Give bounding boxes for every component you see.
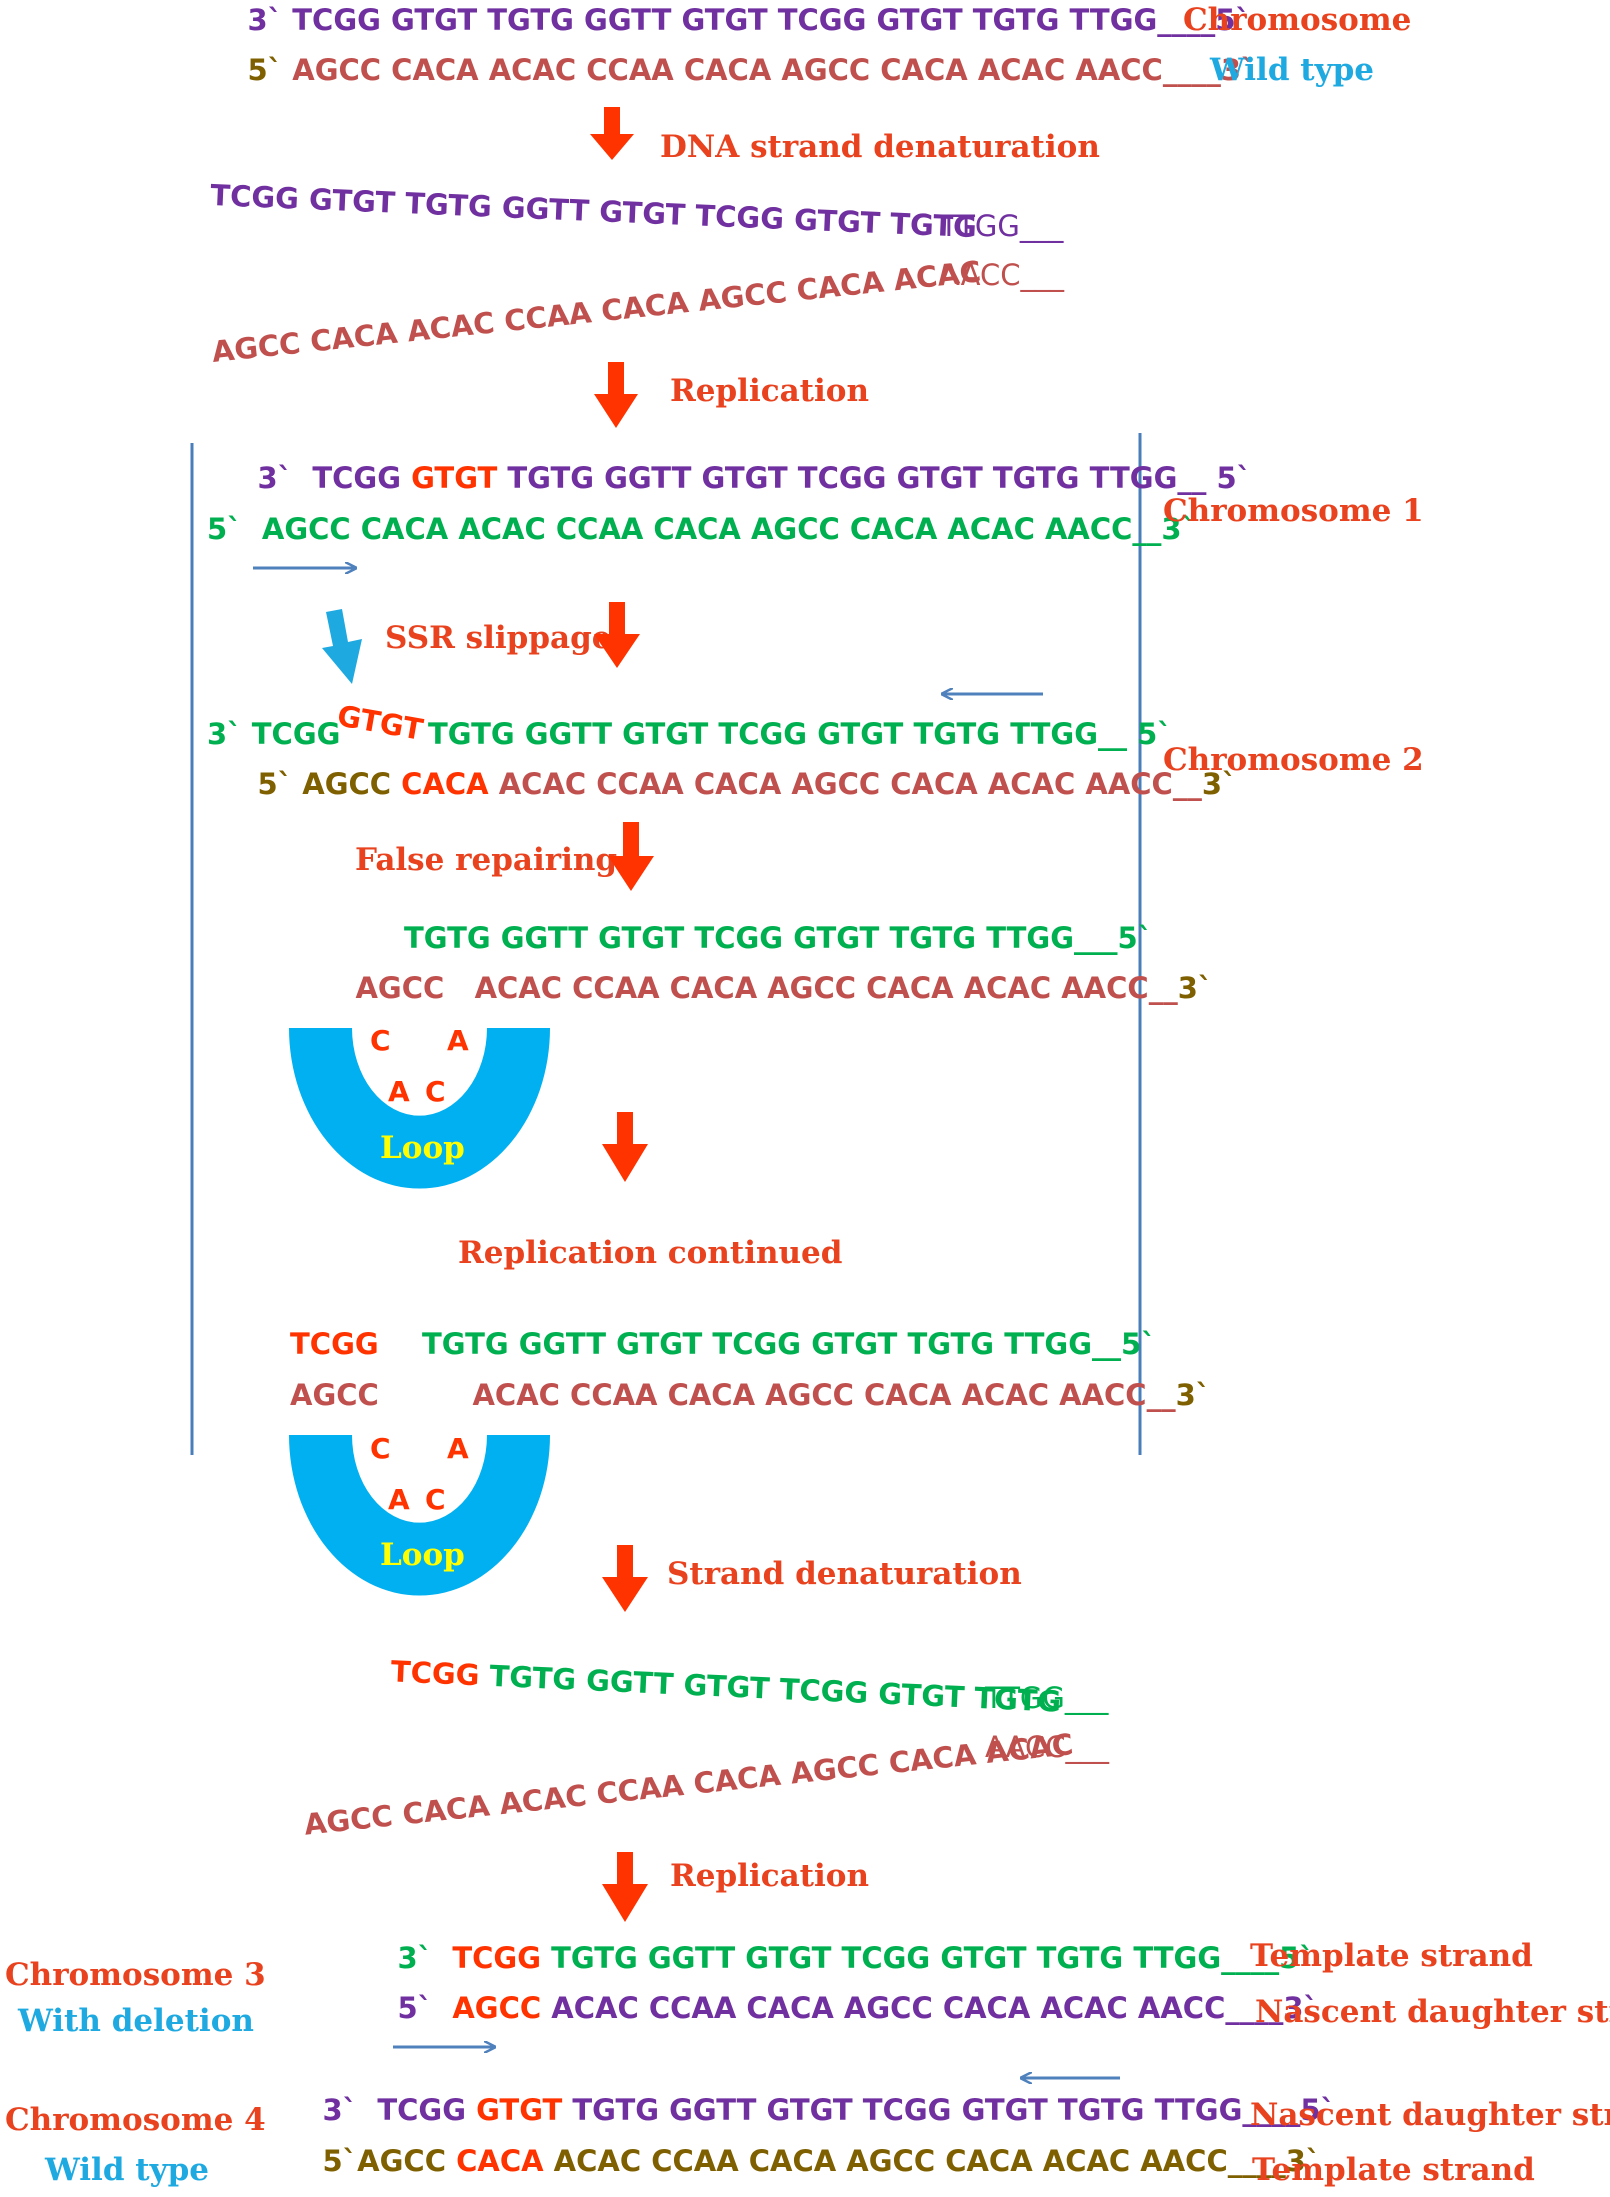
loop-letter: C <box>425 1075 446 1108</box>
chromosome-1-label: Chromosome 1 <box>1163 493 1424 529</box>
chromosome-3-label: Chromosome 3 <box>5 1957 266 1993</box>
chromosome-2-label: Chromosome 2 <box>1163 742 1424 778</box>
loop-letter: C <box>370 1432 391 1465</box>
denatured-top-strand-2: TCGG TGTG GGTT GTGT TCGG GTGT TGTG <box>340 1652 1092 1720</box>
down-arrow-icon <box>602 1112 648 1182</box>
loop-shape <box>289 1028 550 1189</box>
wild-type-top-strand: 3` TCGG GTGT TGTG GGTT GTGT TCGG GTGT TG… <box>197 3 1280 37</box>
loop-letter: A <box>388 1075 410 1108</box>
nascent-strand-label: Nascent daughter strand <box>1255 1994 1610 2030</box>
chromosome-2-bottom-strand: 5` AGCC CACA ACAC CCAA CACA AGCC CACA AC… <box>207 767 1267 801</box>
denatured-bottom-strand-2: AGCC CACA ACAC CCAA CACA AGCC CACA ACAC <box>252 1724 1105 1847</box>
down-arrow-icon <box>590 107 634 160</box>
chromosome-4-bottom-strand: 5`AGCC CACA ACAC CCAA CACA AGCC CACA ACA… <box>272 2144 1351 2178</box>
template-strand-2-label: Template strand <box>1252 2152 1535 2188</box>
strand-denaturation-label: Strand denaturation <box>667 1556 1022 1592</box>
denatured-bottom-strand-tail: AACC___ <box>940 258 1064 292</box>
denatured-top-strand-tail: TTGG___ <box>939 209 1064 243</box>
down-arrow-icon <box>602 1852 648 1922</box>
ssr-slippage-label: SSR slippage <box>385 620 612 656</box>
slipped-bulge-gtgt: GTGT <box>335 698 426 746</box>
chromosome-2-top-strand-start: 3` TCGG <box>207 717 340 751</box>
down-arrow-icon <box>608 822 654 891</box>
denatured-top-strand: TCGG GTGT TGTG GGTT GTGT TCGG GTGT TGTG <box>210 178 978 244</box>
loop-letter: C <box>425 1483 446 1516</box>
wild-type-label: Wild type <box>1209 52 1374 88</box>
chromosome-label: Chromosome <box>1183 2 1411 38</box>
chromosome-4-label: Chromosome 4 <box>5 2102 266 2138</box>
denatured-bottom-strand-2-tail: AACC___ <box>985 1730 1109 1764</box>
down-arrow-icon <box>594 602 640 668</box>
loop-letter: A <box>447 1024 469 1057</box>
dna-denaturation-label: DNA strand denaturation <box>660 129 1100 165</box>
false-repair-top-strand: TGTG GGTT GTGT TCGG GTGT TGTG TTGG___5` <box>404 921 1152 955</box>
replication-continued-top-strand: TGTG GGTT GTGT TCGG GTGT TGTG TTGG__5` <box>422 1327 1156 1361</box>
down-arrow-icon <box>594 362 638 428</box>
chromosome-3-bottom-strand: 5` AGCC ACAC CCAA CACA AGCC CACA ACAC AA… <box>347 1991 1348 2025</box>
wild-type-bottom-strand: 5` AGCC CACA ACAC CCAA CACA AGCC CACA AC… <box>197 53 1286 87</box>
denatured-bottom-strand: AGCC CACA ACAC CCAA CACA AGCC CACA ACAC <box>210 254 982 369</box>
loop-label: Loop <box>380 1537 465 1573</box>
loop-letter: C <box>370 1024 391 1057</box>
loop-label: Loop <box>380 1130 465 1166</box>
chromosome-4-top-strand: 3` TCGG GTGT TGTG GGTT GTGT TCGG GTGT TG… <box>272 2093 1365 2127</box>
chromosome-1-bottom-strand: 5` AGCC CACA ACAC CCAA CACA AGCC CACA AC… <box>207 512 1196 546</box>
chromosome-1-top-strand: 3` TCGG GTGT TGTG GGTT GTGT TCGG GTGT TG… <box>207 461 1281 495</box>
chromosome-2-top-strand: TGTG GGTT GTGT TCGG GTGT TGTG TTGG__ 5` <box>428 717 1172 751</box>
denatured-top-strand-2-tail: TTGG___ <box>984 1681 1109 1715</box>
false-repair-bottom-strand: AGCC ACAC CCAA CACA AGCC CACA ACAC AACC_… <box>305 971 1243 1005</box>
loop-letter: A <box>388 1483 410 1516</box>
template-strand-label: Template strand <box>1250 1938 1533 1974</box>
replication-continued-label: Replication continued <box>458 1235 842 1271</box>
with-deletion-label: With deletion <box>17 2003 254 2039</box>
replication-continued-bottom-strand-start: AGCC <box>290 1378 379 1412</box>
loop-letter: A <box>447 1432 469 1465</box>
loop-shape <box>289 1435 550 1596</box>
false-repairing-label: False repairing <box>355 842 617 878</box>
nascent-strand-2-label: Nascent daughter strand <box>1250 2097 1610 2133</box>
replication-continued-top-strand-start: TCGG <box>290 1327 379 1361</box>
down-arrow-icon <box>602 1545 648 1612</box>
diagonal-down-arrow-icon <box>322 609 362 684</box>
chromosome-3-top-strand: 3` TCGG TGTG GGTT GTGT TCGG GTGT TGTG TT… <box>347 1941 1344 1975</box>
replication-continued-bottom-strand: ACAC CCAA CACA AGCC CACA ACAC AACC__3` <box>422 1378 1241 1412</box>
replication-2-label: Replication <box>670 1858 869 1894</box>
replication-label: Replication <box>670 373 869 409</box>
wild-type-2-label: Wild type <box>44 2152 209 2188</box>
